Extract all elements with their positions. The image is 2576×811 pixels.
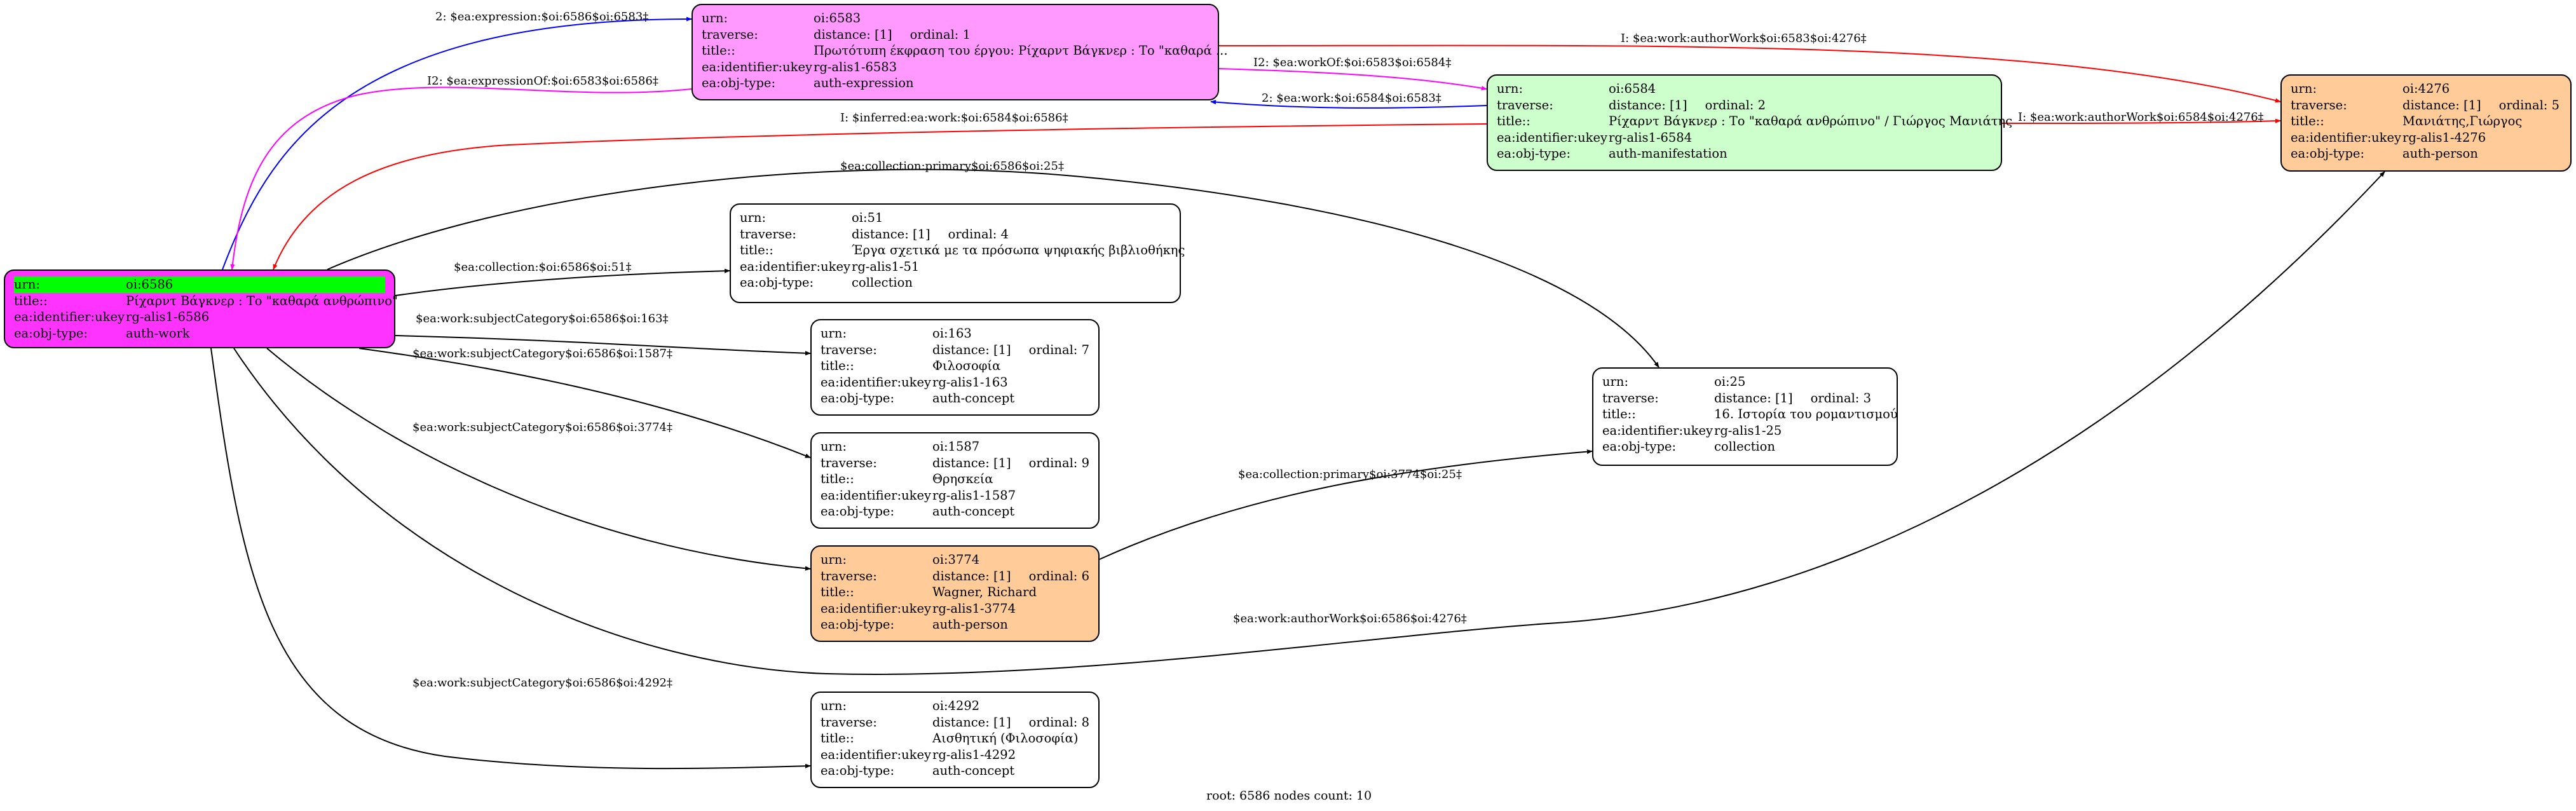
edge-label-subject-163: $ea:work:subjectCategory$oi:6586$oi:163‡ (416, 312, 669, 325)
node-row-type: ea:obj-type: collection (740, 275, 913, 290)
node-row-ukey: ea:identifier:ukey rg-alis1-4276 (2291, 130, 2486, 145)
node-oi-4292[interactable]: urn: oi:4292 traverse: distance: [1]ordi… (810, 692, 1100, 788)
node-row-type: ea:obj-type: auth-concept (821, 504, 1015, 519)
node-row-title: title:: 16. Ιστορία του ρομαντισμού (1602, 407, 1898, 421)
node-row-title: title:: Έργα σχετικά με τα πρόσωπα ψηφια… (740, 243, 1185, 257)
node-row-ukey: ea:identifier:ukey rg-alis1-6584 (1497, 130, 1693, 145)
node-row-urn: urn: oi:6583 (702, 11, 861, 25)
node-row-ukey: ea:identifier:ukey rg-alis1-6586 (14, 310, 210, 324)
node-oi-51[interactable]: urn: oi:51 traverse: distance: [1]ordina… (730, 203, 1185, 303)
node-row-ukey: ea:identifier:ukey rg-alis1-4292 (821, 747, 1016, 762)
edge-subject-6586-4292 (210, 348, 811, 770)
node-oi-6583[interactable]: urn: oi:6583 traverse: distance: [1]ordi… (692, 4, 1228, 100)
edge-label-subject-3774: $ea:work:subjectCategory$oi:6586$oi:3774… (412, 421, 672, 434)
graph-footer: root: 6586 nodes count: 10 (1206, 789, 1372, 803)
edge-label-expression: 2: $ea:expression:$oi:6586$oi:6583‡ (435, 10, 648, 24)
edge-authorwork-6584-4276 (2001, 118, 2281, 124)
node-row-type: ea:obj-type: auth-person (821, 617, 1008, 632)
node-row-ukey: ea:identifier:ukey rg-alis1-1587 (821, 487, 1016, 503)
edge-collection-primary-6586-25 (327, 168, 1659, 368)
node-row-type: ea:obj-type: auth-concept (821, 763, 1015, 778)
edge-collection-primary-3774-25 (1099, 449, 1593, 560)
edge-label-collection-primary-6586: $ea:collection:primary$oi:6586$oi:25‡ (840, 160, 1064, 173)
node-row-urn: urn: oi:25 (1602, 374, 1746, 389)
node-row-traverse: traverse: distance: [1]ordinal: 5 (2291, 97, 2559, 112)
edge-work-6584-6583 (1210, 100, 1487, 109)
edge-subject-6586-163 (395, 335, 811, 356)
edge-label-collection-51: $ea:collection:$oi:6586$oi:51‡ (454, 261, 631, 274)
edge-inferred-6584-6586 (273, 123, 1487, 270)
node-row-traverse: traverse: distance: [1]ordinal: 7 (821, 342, 1089, 357)
node-oi-4276[interactable]: urn: oi:4276 traverse: distance: [1]ordi… (2280, 74, 2572, 172)
node-row-title: title:: Ρίχαρντ Βάγκνερ : Το "καθαρά ανθ… (14, 293, 398, 308)
node-row-urn: urn: oi:3774 (821, 552, 980, 567)
node-row-title: title:: Θρησκεία (821, 472, 993, 486)
node-oi-3774[interactable]: urn: oi:3774 traverse: distance: [1]ordi… (810, 545, 1100, 642)
edge-authorwork-6583-4276 (1218, 44, 2281, 103)
edge-label-expressionof: I2: $ea:expressionOf:$oi:6583$oi:6586‡ (427, 74, 658, 88)
edge-workof-6583-6584 (1218, 68, 1487, 91)
node-row-type: ea:obj-type: auth-concept (821, 391, 1015, 406)
node-row-urn: urn: oi:51 (740, 210, 883, 225)
edge-label-work: 2: $ea:work:$oi:6584$oi:6583‡ (1262, 92, 1441, 105)
node-row-title: title:: Wagner, Richard (821, 585, 1037, 599)
node-row-title: title:: Ρίχαρντ Βάγκνερ : Το "καθαρά ανθ… (1497, 114, 2013, 128)
node-row-urn: urn: oi:4276 (2291, 81, 2450, 96)
node-row-traverse: traverse: distance: [1]ordinal: 2 (1497, 97, 1766, 112)
node-row-traverse: traverse: distance: [1]ordinal: 3 (1602, 390, 1871, 406)
node-row-ukey: ea:identifier:ukey rg-alis1-163 (821, 374, 1008, 390)
edge-subject-6586-3774 (266, 348, 811, 571)
edge-label-authorwork-6586: $ea:work:authorWork$oi:6586$oi:4276‡ (1233, 612, 1467, 625)
node-row-urn: urn: oi:6586 (14, 276, 385, 293)
edge-label-collection-primary-3774: $ea:collection:primary$oi:3774$oi:25‡ (1238, 468, 1462, 481)
node-row-traverse: traverse: distance: [1]ordinal: 6 (821, 568, 1089, 583)
node-oi-1587[interactable]: urn: oi:1587 traverse: distance: [1]ordi… (810, 432, 1100, 529)
edge-label-authorwork-6583: I: $ea:work:authorWork$oi:6583$oi:4276‡ (1621, 32, 1867, 45)
node-row-urn: urn: oi:1587 (821, 439, 980, 454)
node-row-urn: urn: oi:6584 (1497, 81, 1656, 96)
node-row-title: title:: Αισθητική (Φιλοσοφία) (821, 731, 1079, 746)
edge-subject-6586-1587 (358, 348, 811, 458)
edge-authorwork-6586-4276 (233, 171, 2385, 675)
edge-label-inferred: I: $inferred:ea:work:$oi:6584$oi:6586‡ (840, 111, 1068, 125)
node-row-type: ea:obj-type: auth-person (2291, 146, 2478, 161)
node-row-type: ea:obj-type: auth-work (14, 325, 190, 341)
node-row-ukey: ea:identifier:ukey rg-alis1-6583 (702, 59, 897, 74)
node-row-urn: urn: oi:163 (821, 326, 972, 341)
node-oi-6586[interactable]: urn: oi:6586 title:: Ρίχαρντ Βάγκνερ : Τ… (4, 269, 398, 348)
node-row-title: title:: Μανιάτης,Γιώργος (2291, 114, 2523, 128)
node-row-traverse: traverse: distance: [1]ordinal: 9 (821, 455, 1089, 470)
node-oi-6584[interactable]: urn: oi:6584 traverse: distance: [1]ordi… (1487, 74, 2013, 171)
edge-label-authorwork-6584: I: $ea:work:authorWork$oi:6584$oi:4276‡ (2018, 111, 2264, 124)
node-row-traverse: traverse: distance: [1]ordinal: 4 (740, 226, 1009, 242)
node-row-ukey: ea:identifier:ukey rg-alis1-25 (1602, 423, 1782, 438)
node-row-traverse: traverse: distance: [1]ordinal: 8 (821, 714, 1089, 730)
node-oi-163[interactable]: urn: oi:163 traverse: distance: [1]ordin… (810, 319, 1100, 416)
edge-label-workof: I2: $ea:workOf:$oi:6583$oi:6584‡ (1253, 56, 1451, 69)
node-row-ukey: ea:identifier:ukey rg-alis1-51 (740, 259, 920, 274)
node-row-type: ea:obj-type: collection (1602, 439, 1775, 454)
edge-expression-6586-6583 (222, 17, 692, 270)
node-row-type: ea:obj-type: auth-expression (702, 76, 914, 90)
node-row-urn: urn: oi:4292 (821, 699, 980, 713)
node-row-type: ea:obj-type: auth-manifestation (1497, 146, 1728, 161)
edge-collection-6586-51 (395, 268, 730, 296)
edge-label-subject-4292: $ea:work:subjectCategory$oi:6586$oi:4292… (412, 676, 672, 690)
node-row-title: title:: Πρωτότυπη έκφραση του έργου: Ρίχ… (702, 43, 1228, 58)
node-row-traverse: traverse: distance: [1]ordinal: 1 (702, 27, 971, 42)
node-oi-25[interactable]: urn: oi:25 traverse: distance: [1]ordina… (1592, 367, 1898, 466)
node-row-ukey: ea:identifier:ukey rg-alis1-3774 (821, 601, 1016, 616)
edge-expressionof-6583-6586 (230, 86, 692, 270)
edge-label-subject-1587: $ea:work:subjectCategory$oi:6586$oi:1587… (412, 347, 672, 360)
node-row-title: title:: Φιλοσοφία (821, 358, 1001, 373)
